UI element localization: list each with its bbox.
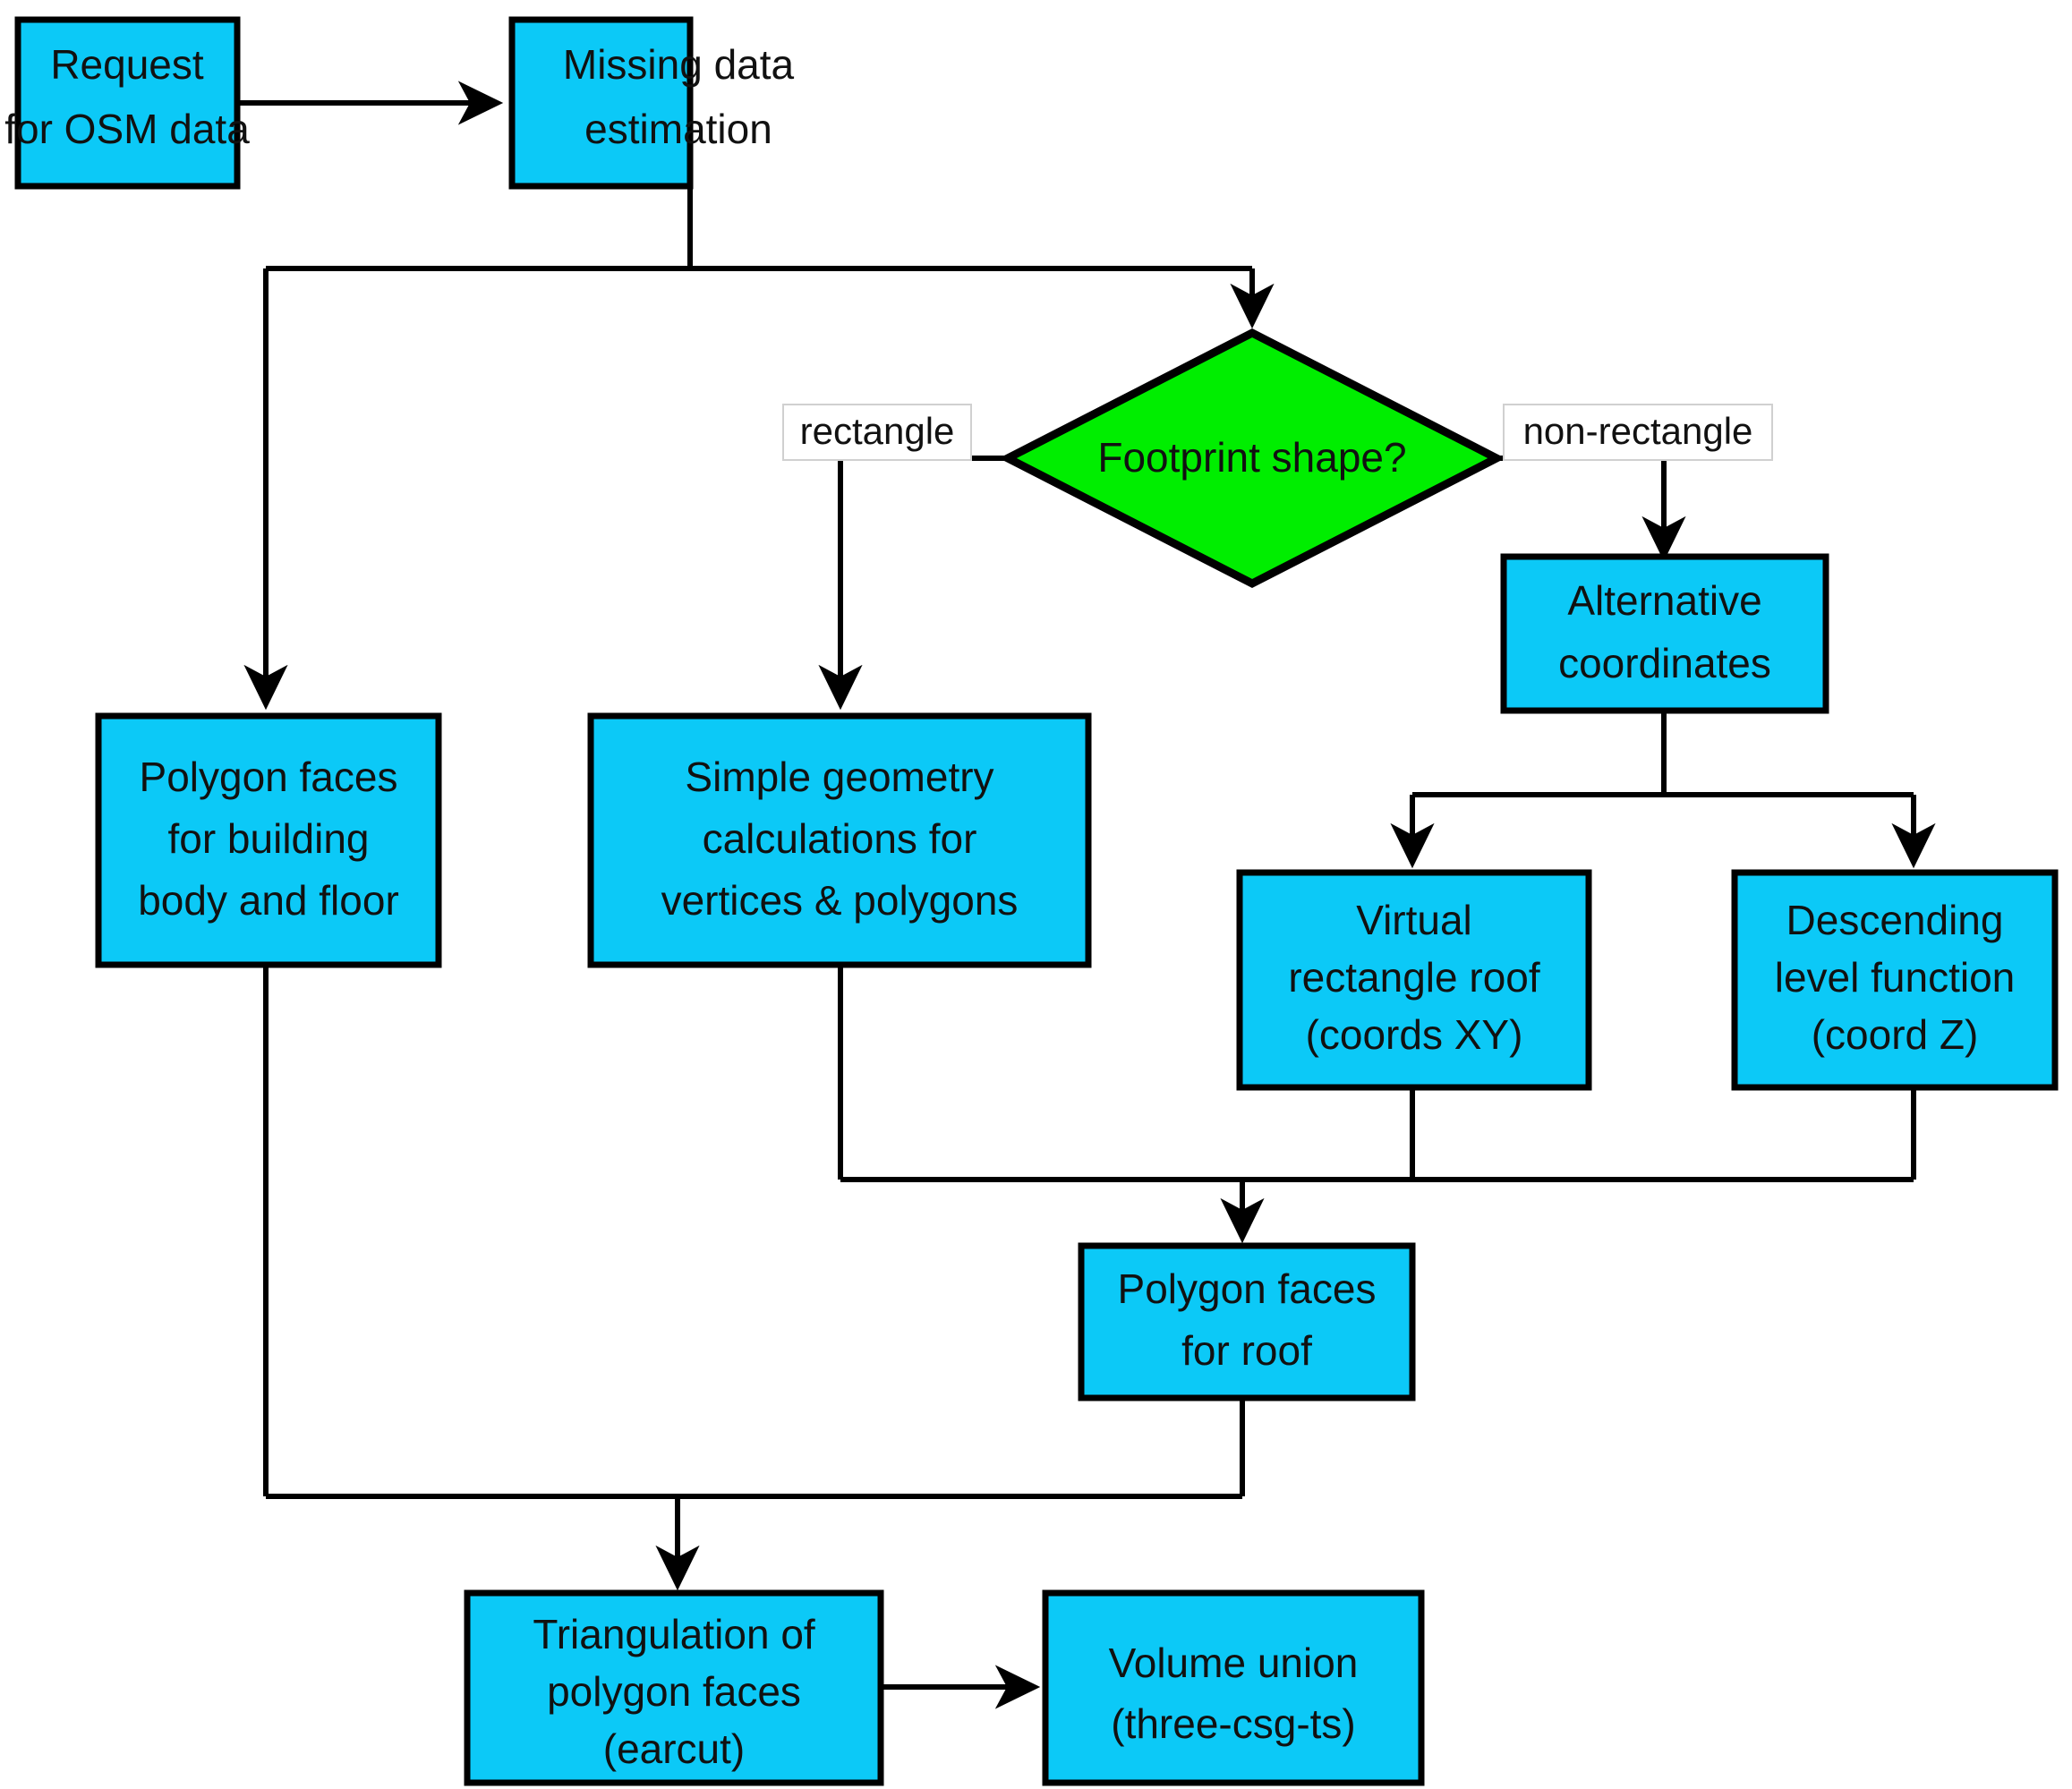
node-virtual-rectangle-roof-line-2: rectangle roof [1288,954,1539,1001]
node-polygon-faces-roof[interactable]: Polygon faces for roof [1078,1242,1416,1401]
node-virtual-rectangle-roof[interactable]: Virtual rectangle roof (coords XY) [1236,869,1592,1091]
node-missing-data-estimation-line-2: estimation [584,106,772,152]
node-virtual-rectangle-roof-line-3: (coords XY) [1306,1011,1523,1058]
node-simple-geometry[interactable]: Simple geometry calculations for vertice… [587,712,1092,968]
edge-label-rectangle: rectangle [782,404,972,461]
node-request-osm-data[interactable]: Request for OSM data [4,16,250,190]
node-polygon-faces-building[interactable]: Polygon faces for building body and floo… [95,712,442,968]
node-volume-union-line-1: Volume union [1109,1640,1359,1686]
node-triangulation-line-3: (earcut) [603,1725,745,1772]
node-descending-level-function-line-2: level function [1775,954,2016,1001]
node-footprint-shape-decision[interactable]: Footprint shape? [999,328,1505,589]
node-descending-level-function-line-1: Descending [1786,897,2004,943]
node-missing-data-estimation-line-1: Missing data [563,41,795,88]
node-triangulation-line-2: polygon faces [547,1668,801,1715]
node-alternative-coordinates-line-2: coordinates [1558,640,1771,686]
node-simple-geometry-line-3: vertices & polygons [661,877,1019,924]
node-request-osm-data-line-2: for OSM data [4,106,250,152]
node-volume-union-line-2: (three-csg-ts) [1111,1700,1355,1747]
node-polygon-faces-roof-line-1: Polygon faces [1118,1265,1377,1312]
node-volume-union[interactable]: Volume union (three-csg-ts) [1042,1589,1425,1786]
edge-footprint-rectangle [818,456,1019,711]
node-footprint-shape-label: Footprint shape? [1097,434,1406,481]
node-simple-geometry-line-2: calculations for [703,815,977,862]
node-missing-data-estimation[interactable]: Missing data estimation [508,16,795,190]
node-descending-level-function[interactable]: Descending level function (coord Z) [1731,869,2059,1091]
edge-label-non-rectangle-text: non-rectangle [1523,410,1753,452]
node-virtual-rectangle-roof-line-1: Virtual [1356,897,1472,943]
node-alternative-coordinates[interactable]: Alternative coordinates [1500,553,1829,714]
node-triangulation[interactable]: Triangulation of polygon faces (earcut) [464,1589,884,1786]
node-descending-level-function-line-3: (coord Z) [1812,1011,1979,1058]
node-polygon-faces-roof-line-2: for roof [1181,1327,1312,1374]
node-polygon-faces-building-line-3: body and floor [138,877,399,924]
node-request-osm-data-line-1: Request [50,41,204,88]
node-polygon-faces-building-line-2: for building [167,815,369,862]
node-triangulation-line-1: Triangulation of [533,1611,815,1657]
edge-label-non-rectangle: non-rectangle [1503,404,1773,461]
node-simple-geometry-line-1: Simple geometry [685,754,993,800]
node-alternative-coordinates-line-1: Alternative [1567,577,1761,624]
node-polygon-faces-building-line-1: Polygon faces [140,754,398,800]
edge-label-rectangle-text: rectangle [800,410,955,452]
edge-footprint-non-rectangle [1486,456,1686,562]
